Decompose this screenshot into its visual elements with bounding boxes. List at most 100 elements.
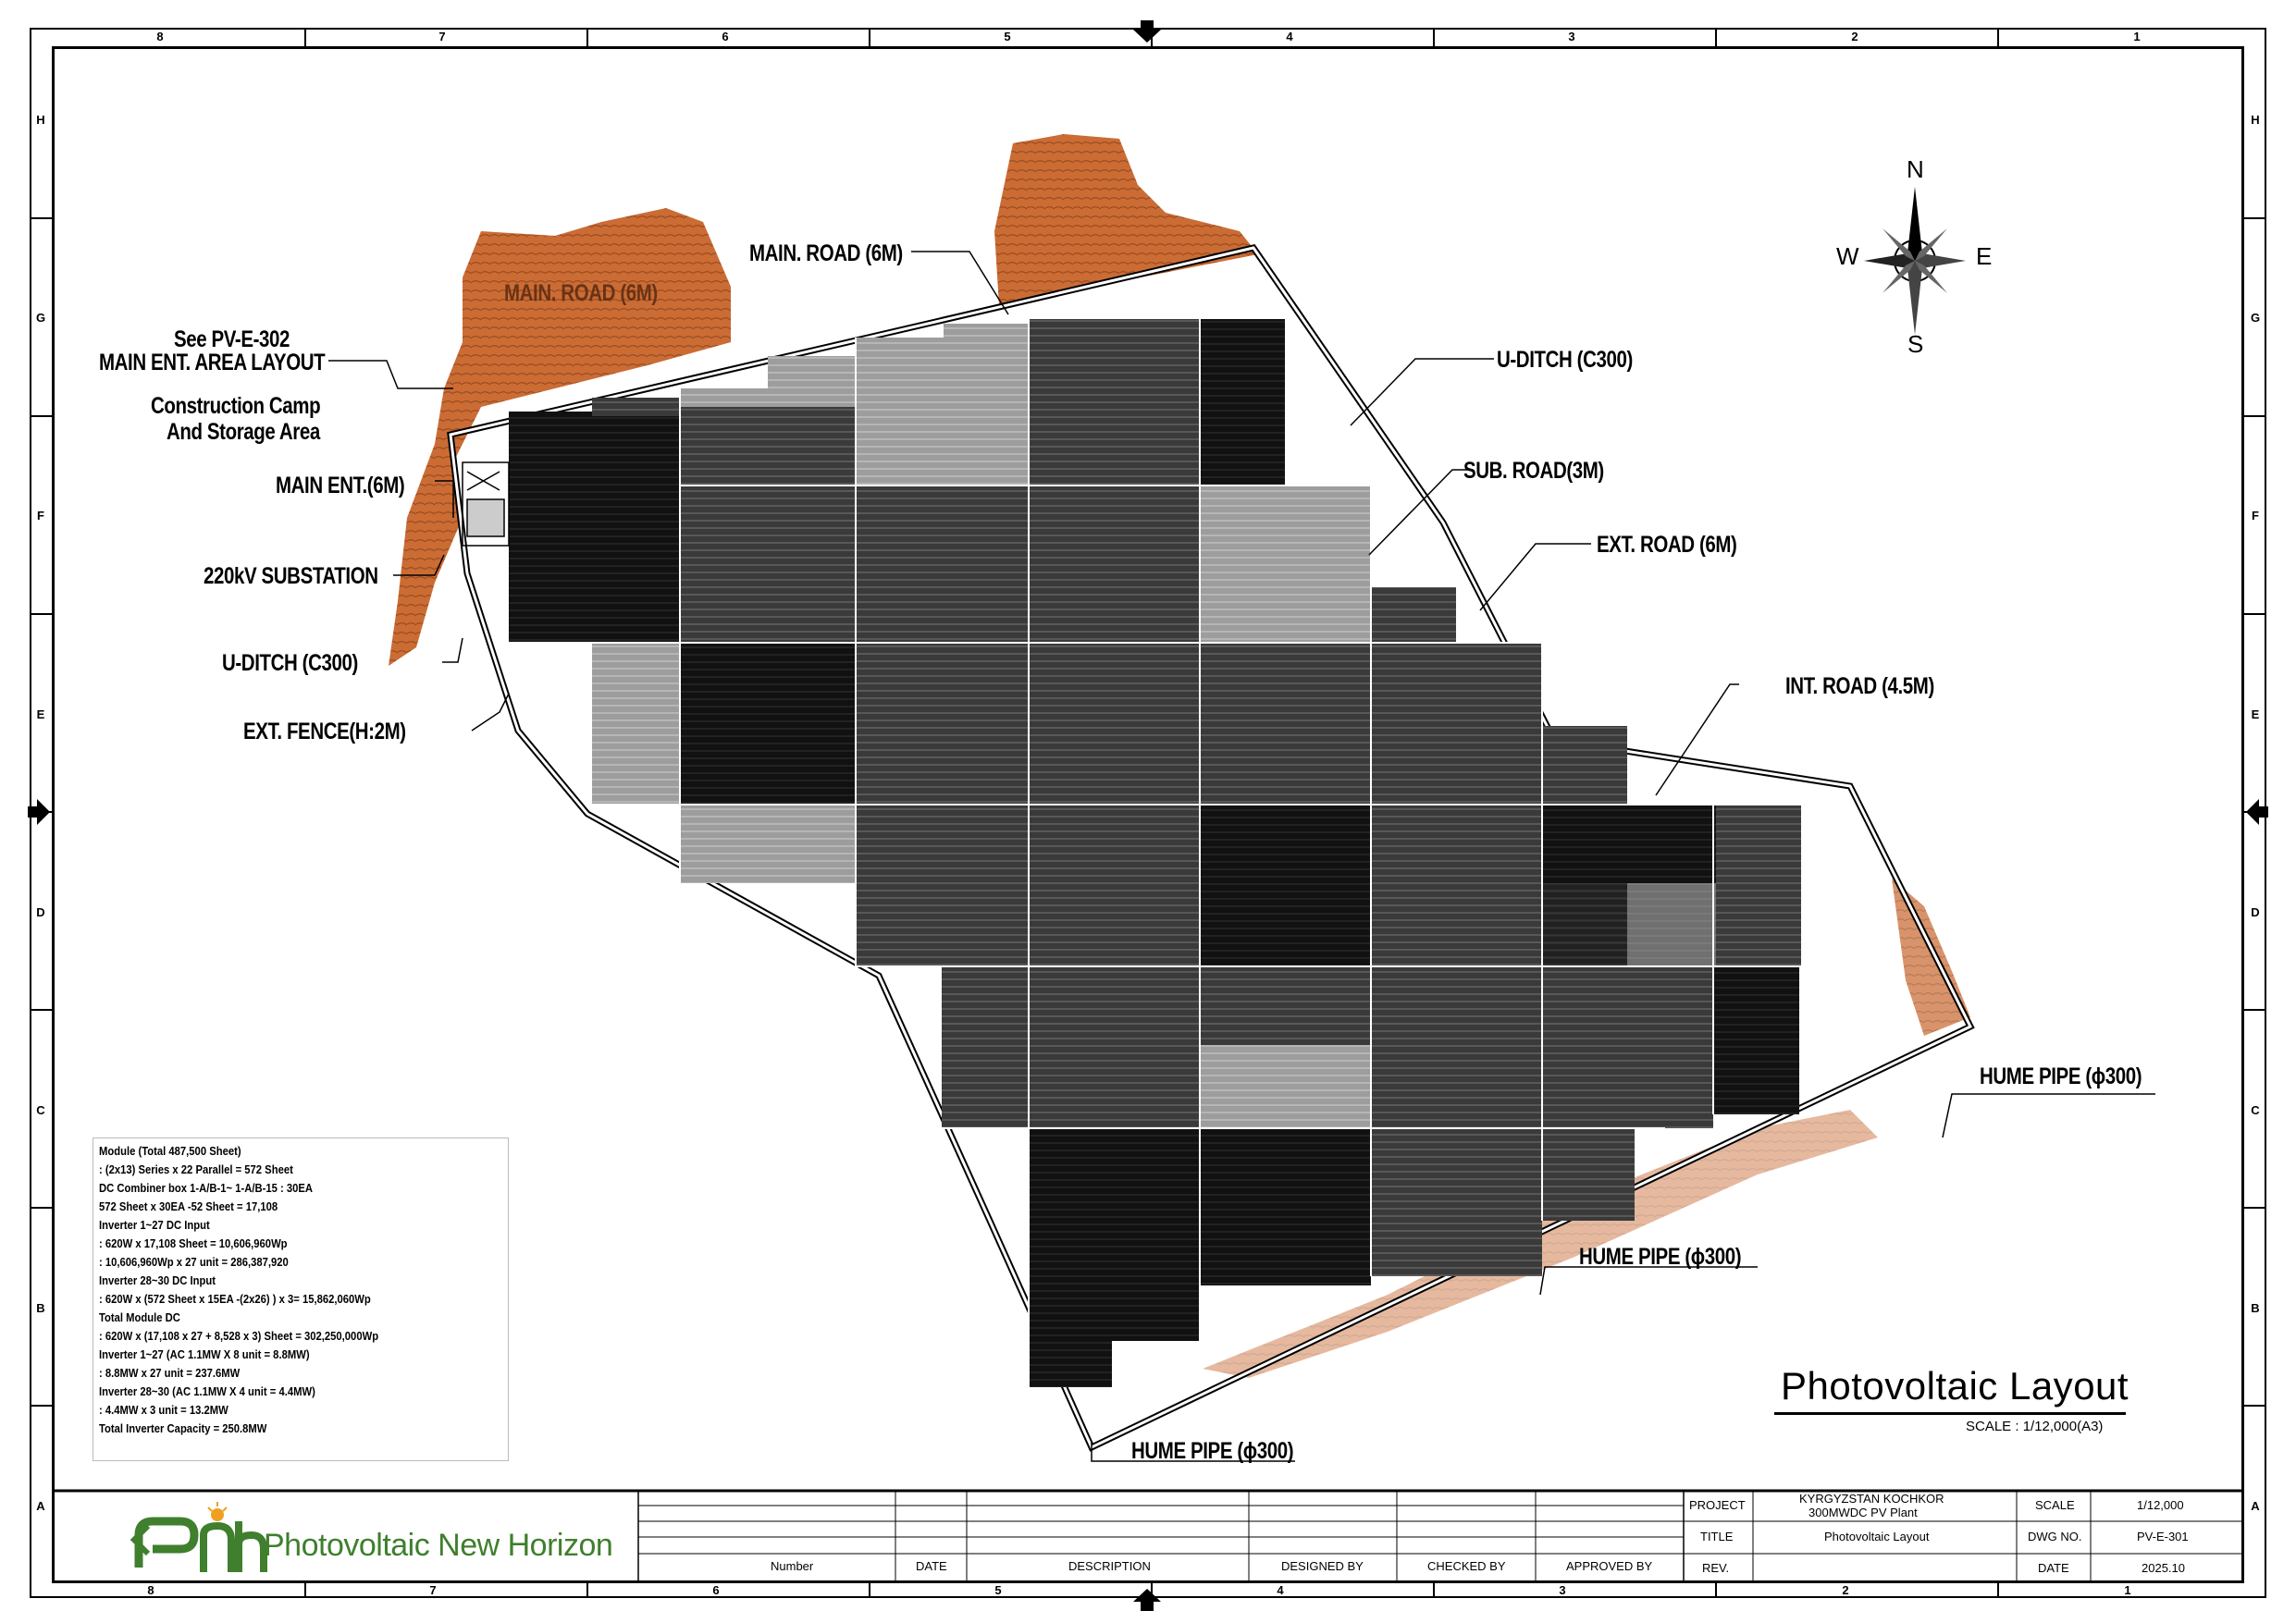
grid-num: 7: [429, 1583, 437, 1597]
logo-mark: [130, 1502, 267, 1572]
callout-hume-pipe-1: HUME PIPE (ϕ300): [1980, 1064, 2142, 1089]
tb-dwg-value: PV-E-301: [2137, 1530, 2189, 1543]
note-line: Inverter 28~30 DC Input: [99, 1274, 216, 1287]
note-line: Inverter 28~30 (AC 1.1MW X 4 unit = 4.4M…: [99, 1385, 315, 1398]
grid-num: 1: [2124, 1583, 2131, 1597]
grid-letter: F: [37, 509, 44, 523]
callout-storage-area: And Storage Area: [167, 419, 320, 445]
grid-num: 5: [1004, 30, 1011, 43]
capacity-notes: Module (Total 487,500 Sheet) : (2x13) Se…: [93, 1137, 509, 1461]
grid-letter: A: [2251, 1499, 2260, 1513]
callout-main-ent-area-layout: MAIN ENT. AREA LAYOUT: [99, 350, 326, 375]
note-line: : 4.4MW x 3 unit = 13.2MW: [99, 1404, 228, 1417]
grid-letter: D: [36, 905, 45, 919]
grid-num: 4: [1277, 1583, 1284, 1597]
note-line: : 620W x 17,108 Sheet = 10,606,960Wp: [99, 1237, 288, 1250]
note-line: : 8.8MW x 27 unit = 237.6MW: [99, 1367, 241, 1380]
note-line: Module (Total 487,500 Sheet): [99, 1145, 241, 1158]
callout-ext-road: EXT. ROAD (6M): [1597, 532, 1737, 558]
rev-header-checked: CHECKED BY: [1427, 1559, 1506, 1573]
grid-letter: G: [2250, 311, 2261, 325]
note-line: Inverter 1~27 DC Input: [99, 1219, 210, 1232]
tb-project-value-1: KYRGYZSTAN KOCHKOR: [1799, 1492, 1944, 1506]
rev-header-designed: DESIGNED BY: [1281, 1559, 1364, 1573]
rev-header-description: DESCRIPTION: [1068, 1559, 1151, 1573]
note-line: Total Inverter Capacity = 250.8MW: [99, 1422, 267, 1435]
note-line: : 620W x (17,108 x 27 + 8,528 x 3) Sheet…: [99, 1330, 379, 1343]
grid-letter: C: [2251, 1103, 2260, 1117]
grid-letter: F: [2252, 509, 2259, 523]
grid-letter: E: [36, 707, 45, 721]
pv-arrays: [509, 319, 1801, 1387]
tb-scale-label: SCALE: [2035, 1498, 2075, 1512]
note-line: : 620W x (572 Sheet x 15EA -(2x26) ) x 3…: [99, 1293, 371, 1306]
grid-num: 3: [1568, 30, 1575, 43]
callout-see-ref: See PV-E-302: [174, 326, 290, 352]
tb-rev-label: REV.: [1702, 1561, 1730, 1575]
grid-num: 3: [1559, 1583, 1566, 1597]
note-line: : (2x13) Series x 22 Parallel = 572 Shee…: [99, 1163, 293, 1176]
note-line: : 10,606,960Wp x 27 unit = 286,387,920: [99, 1256, 289, 1269]
note-line: Total Module DC: [99, 1311, 180, 1324]
logo-text: Photovoltaic New Horizon: [264, 1528, 613, 1563]
grid-num: 8: [156, 30, 164, 43]
tb-project-label: PROJECT: [1689, 1498, 1746, 1512]
tb-scale-value: 1/12,000: [2137, 1498, 2184, 1512]
title-block-lines: [52, 1489, 2244, 1583]
compass-e: E: [1976, 242, 1993, 270]
drawing-title-underline: [1774, 1412, 2126, 1415]
compass-w: W: [1836, 242, 1859, 270]
grid-num: 7: [438, 30, 446, 43]
note-line: 572 Sheet x 30EA -52 Sheet = 17,108: [99, 1200, 278, 1213]
callout-hume-pipe-2: HUME PIPE (ϕ300): [1579, 1244, 1742, 1270]
callout-u-ditch-right: U-DITCH (C300): [1497, 347, 1633, 373]
callout-int-road: INT. ROAD (4.5M): [1785, 673, 1934, 699]
compass-s: S: [1907, 330, 1924, 358]
grid-letter: B: [36, 1301, 45, 1315]
grid-letter: G: [35, 311, 46, 325]
callout-construction-camp: Construction Camp: [151, 393, 321, 419]
grid-num: 5: [994, 1583, 1002, 1597]
tb-project-value-2: 300MWDC PV Plant: [1808, 1506, 1918, 1519]
rev-header-number: Number: [771, 1559, 814, 1573]
callout-substation: 220kV SUBSTATION: [204, 563, 378, 589]
compass-rose: [1864, 187, 1966, 335]
callout-hume-pipe-3: HUME PIPE (ϕ300): [1131, 1438, 1294, 1464]
grid-letter: B: [2251, 1301, 2260, 1315]
tb-title-label: TITLE: [1700, 1530, 1734, 1543]
grid-num: 8: [147, 1583, 154, 1597]
grid-letter: A: [36, 1499, 45, 1513]
note-line: Inverter 1~27 (AC 1.1MW X 8 unit = 8.8MW…: [99, 1348, 310, 1361]
tb-date-value: 2025.10: [2142, 1561, 2185, 1575]
grid-letter: D: [2251, 905, 2260, 919]
callout-main-ent: MAIN ENT.(6M): [276, 473, 405, 498]
grid-num: 2: [1851, 30, 1858, 43]
centering-arrows: [28, 20, 2268, 1611]
substation: [462, 461, 510, 547]
grid-letter: E: [2251, 707, 2260, 721]
rev-header-approved: APPROVED BY: [1566, 1559, 1653, 1573]
tb-date-label: DATE: [2038, 1561, 2069, 1575]
callout-main-road-hill: MAIN. ROAD (6M): [504, 280, 658, 306]
grid-num: 1: [2133, 30, 2141, 43]
drawing-scale: SCALE : 1/12,000(A3): [1966, 1419, 2104, 1434]
callout-main-road-top: MAIN. ROAD (6M): [749, 240, 903, 266]
grid-letter: C: [36, 1103, 45, 1117]
grid-letter: H: [2251, 113, 2260, 127]
callout-sub-road: SUB. ROAD(3M): [1463, 458, 1604, 484]
tb-dwg-label: DWG NO.: [2028, 1530, 2082, 1543]
drawing-title: Photovoltaic Layout: [1781, 1364, 2129, 1408]
sheet-inner-border: [52, 46, 2244, 1583]
grid-num: 6: [712, 1583, 720, 1597]
compass-n: N: [1907, 155, 1924, 183]
grid-letter: H: [36, 113, 45, 127]
leader-lines: [328, 251, 2155, 1462]
rev-header-date: DATE: [916, 1559, 947, 1573]
tb-title-value: Photovoltaic Layout: [1824, 1530, 1930, 1543]
grid-num: 4: [1286, 30, 1293, 43]
callout-ext-fence: EXT. FENCE(H:2M): [243, 719, 406, 744]
callout-u-ditch-left: U-DITCH (C300): [222, 650, 358, 676]
grid-num: 6: [722, 30, 729, 43]
grid-num: 2: [1842, 1583, 1849, 1597]
